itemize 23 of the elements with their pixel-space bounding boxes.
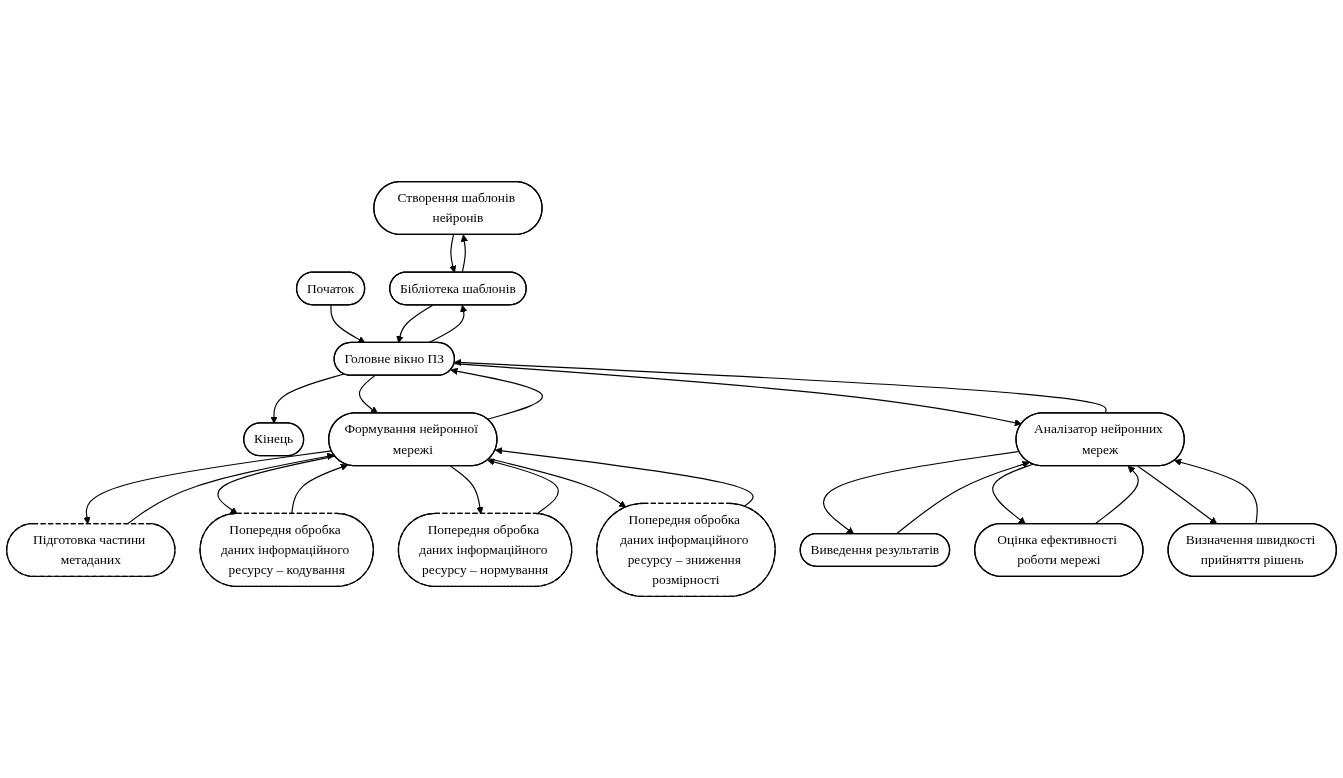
arrow [992,463,1034,525]
arrow [270,373,345,424]
arrow [396,304,434,344]
arrow [1137,465,1218,525]
arrow [83,450,333,525]
arrow [449,465,484,515]
arrow [330,304,366,344]
arrow [1174,458,1258,525]
arrow [126,452,335,525]
arrow [358,375,378,414]
arrow [823,450,1020,535]
arrow [488,458,627,508]
arrow [217,455,336,515]
arrow [454,358,1107,414]
arrow [895,460,1030,535]
arrow [449,234,457,273]
arrow [291,463,348,515]
arrow [450,367,543,420]
arrow [494,447,754,507]
arrow [453,363,1022,427]
arrow [487,458,559,515]
arrow [460,234,468,274]
arrow [1094,465,1139,525]
